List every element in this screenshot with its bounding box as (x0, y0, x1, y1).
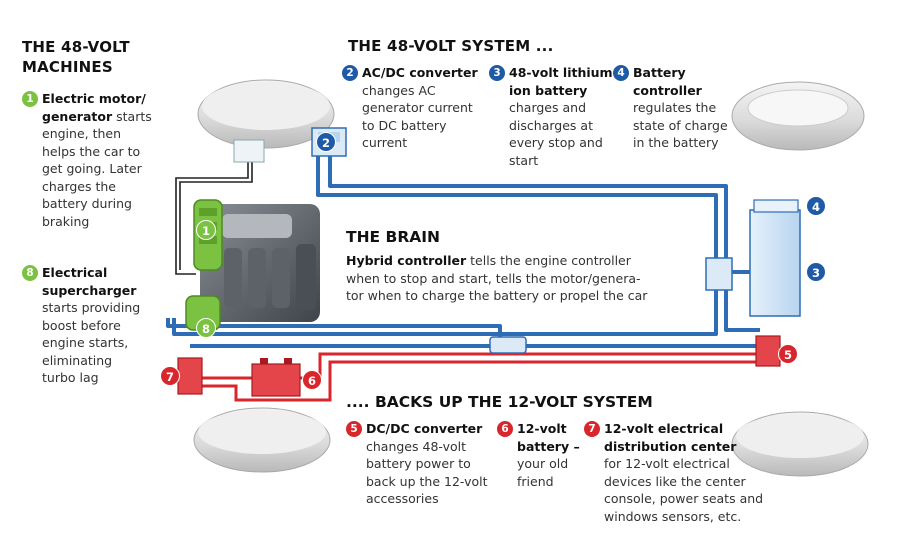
wiring-48v (166, 155, 762, 348)
inline-connector (489, 336, 527, 354)
machines-title: THE 48-VOLT MACHINES (22, 38, 130, 76)
number-badge-7: 7 (584, 421, 600, 437)
number-badge-8: 8 (22, 265, 38, 281)
callout-4: 4 (806, 196, 826, 216)
battery-controller (753, 199, 799, 213)
callout-3: 3 (806, 262, 826, 282)
system12-title: .... BACKS UP THE 12-VOLT SYSTEM (346, 393, 653, 411)
tire-rear-left (193, 407, 331, 473)
number-badge-4: 4 (613, 65, 629, 81)
callout-2: 2 (316, 132, 336, 152)
callout-8: 8 (196, 318, 216, 338)
callout-7: 7 (160, 366, 180, 386)
tire-front-left (197, 79, 335, 149)
callout-1: 1 (196, 220, 216, 240)
generator-connector (233, 139, 265, 163)
hybrid-controller-box (705, 257, 733, 291)
engine-block (200, 204, 320, 322)
lithium-ion-battery (749, 209, 801, 317)
12v-battery (251, 358, 301, 397)
callout-5: 5 (778, 344, 798, 364)
tire-front-right (731, 81, 865, 151)
number-badge-2: 2 (342, 65, 358, 81)
brain-title: THE BRAIN (346, 228, 441, 246)
distribution-center (177, 357, 203, 395)
tire-rear-right (731, 411, 869, 477)
wiring-signal (175, 160, 253, 275)
system48-title: THE 48-VOLT SYSTEM ... (348, 37, 554, 55)
number-badge-3: 3 (489, 65, 505, 81)
dc-dc-converter (755, 335, 781, 367)
number-badge-1: 1 (22, 91, 38, 107)
brain-description: Hybrid controller tells the engine contr… (346, 253, 648, 303)
callout-6: 6 (302, 370, 322, 390)
number-badge-5: 5 (346, 421, 362, 437)
number-badge-6: 6 (497, 421, 513, 437)
